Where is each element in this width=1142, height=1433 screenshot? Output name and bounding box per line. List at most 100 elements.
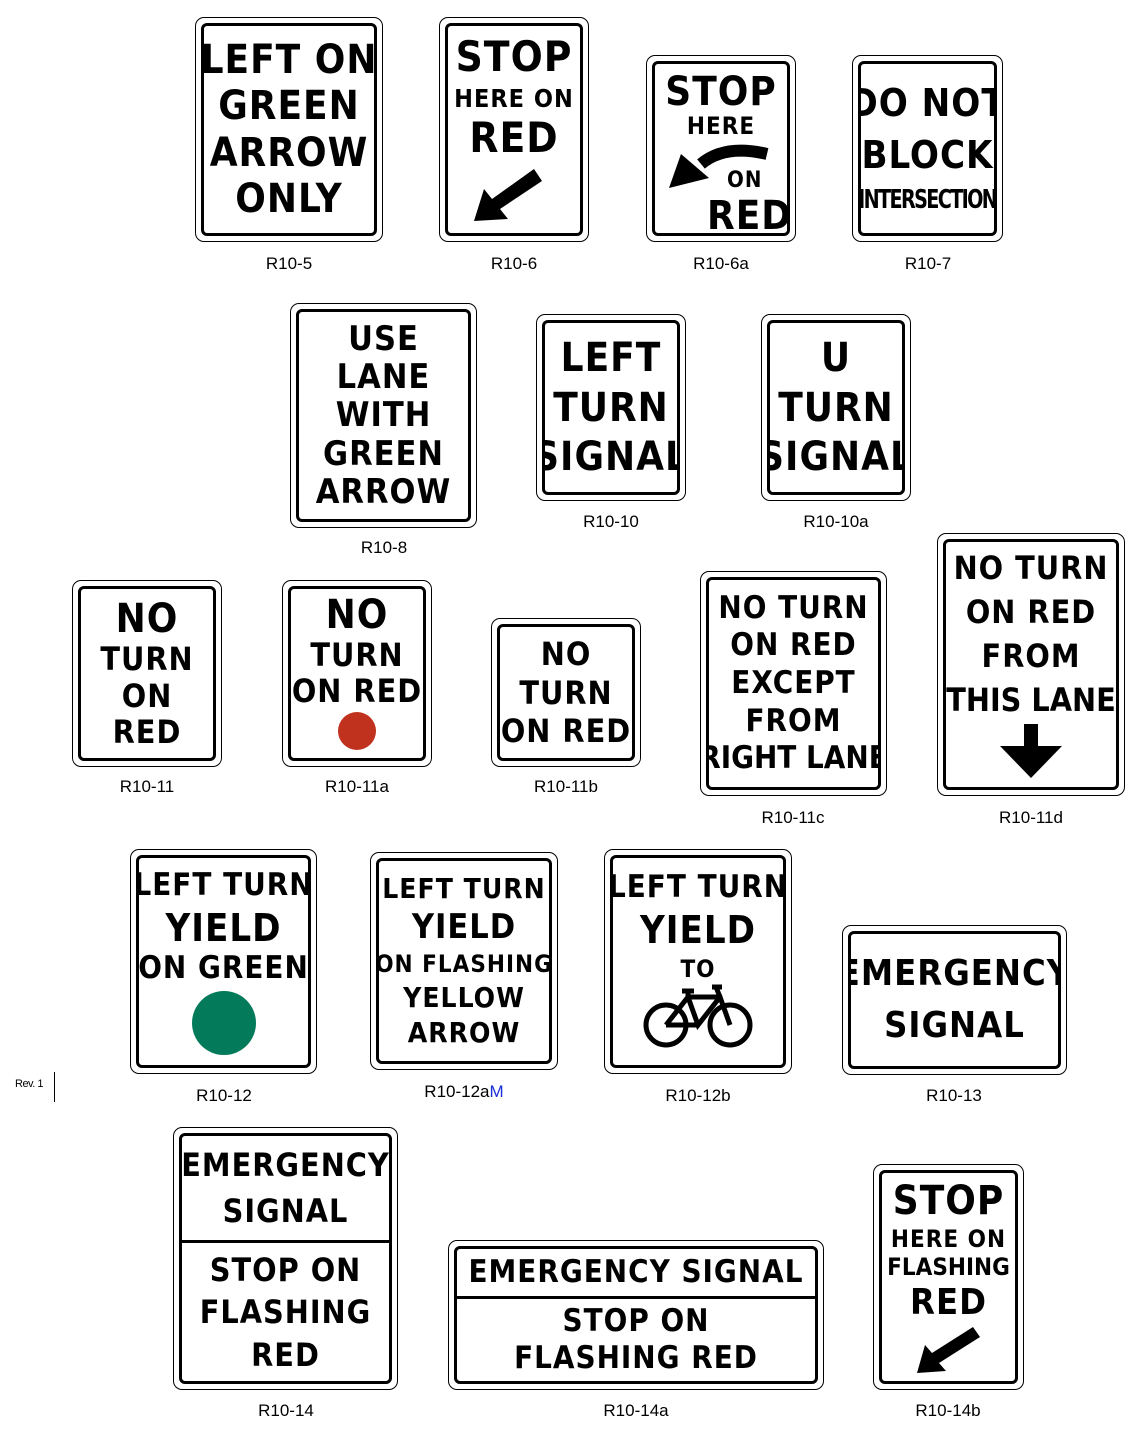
sign-line: TO (680, 955, 716, 983)
sign-code: R10-14a (603, 1401, 669, 1420)
revision-bar (54, 1072, 55, 1102)
sign-line: ON (121, 676, 173, 715)
sign-bottom-panel: STOP ON FLASHING RED (457, 1299, 815, 1381)
sign-r10-10: LEFT TURN SIGNAL (536, 314, 686, 501)
sign-line: THIS LANE (946, 681, 1116, 719)
sign-line: FLASHING RED (514, 1340, 758, 1377)
sign-code: R10-11c (761, 808, 825, 827)
sign-line: ONLY (235, 175, 343, 222)
sign-line: RED (112, 712, 182, 751)
sign-line: INTERSECTION (858, 185, 997, 216)
sign-line: EMERGENCY SIGNAL (468, 1254, 804, 1290)
sign-line: LEFT TURN (382, 871, 546, 905)
down-left-arrow-icon (474, 169, 542, 221)
sign-line: LEFT TURN (136, 867, 311, 903)
sign-line: STOP (892, 1178, 1005, 1224)
sign-r10-7: DO NOT BLOCK INTERSECTION (852, 55, 1003, 242)
sign-r10-11d: NO TURN ON RED FROM THIS LANE (937, 533, 1125, 796)
sign-line: RED (469, 113, 559, 162)
sign-line: STOP (455, 32, 573, 81)
sign-line: U (820, 335, 852, 382)
sign-r10-11c: NO TURN ON RED EXCEPT FROM RIGHT LANE (700, 571, 887, 796)
sign-line: ON RED (965, 593, 1097, 631)
sign-r10-12: LEFT TURN YIELD ON GREEN (130, 849, 317, 1074)
sign-line: ARROW (209, 129, 369, 176)
sign-r10-11b: NO TURN ON RED (491, 618, 641, 767)
sign-r10-12a: LEFT TURN YIELD ON FLASHING YELLOW ARROW (370, 852, 558, 1070)
sign-bottom-panel: STOP ON FLASHING RED (182, 1243, 389, 1381)
sign-code: R10-11 (119, 777, 175, 796)
sign-r10-14b: STOP HERE ON FLASHING RED (873, 1164, 1024, 1390)
sign-line: ARROW (407, 1016, 521, 1050)
curved-left-arrow-icon (669, 144, 769, 188)
red-disk-icon (338, 712, 376, 750)
sign-line: FLASHING (199, 1293, 372, 1331)
sign-line: ON RED (730, 627, 857, 664)
sign-line: RED (251, 1335, 320, 1374)
sign-code: R10-12b (665, 1086, 731, 1105)
sign-line: YIELD (165, 906, 282, 950)
sign-line: STOP ON (209, 1250, 362, 1289)
sign-line: HERE (686, 112, 756, 140)
sign-line: STOP (665, 69, 777, 115)
sign-line: ON RED (291, 672, 423, 710)
bicycle-icon (643, 984, 753, 1048)
sign-line: TURN (553, 384, 669, 431)
sign-line: TURN (778, 384, 894, 431)
sign-line: WITH (335, 395, 432, 436)
sign-divider (182, 1240, 389, 1243)
sign-r10-6a: STOP HERE ON RED (646, 55, 796, 242)
sign-line: NO TURN (718, 589, 869, 626)
sign-code: R10-6 (490, 254, 538, 273)
sign-line: HERE ON (454, 84, 574, 113)
sign-line: ON GREEN (138, 950, 309, 986)
sign-line: ON FLASHING (376, 949, 552, 978)
down-arrow-icon (1000, 724, 1062, 778)
sign-line: YIELD (411, 907, 517, 948)
sign-code-text: R10-12a (424, 1082, 490, 1101)
sign-code: R10-13 (926, 1086, 982, 1105)
sign-line: ON RED (500, 712, 632, 751)
sign-r10-14: EMERGENCY SIGNAL STOP ON FLASHING RED (173, 1127, 398, 1390)
sign-line: FLASHING (887, 1253, 1010, 1281)
sign-line: YELLOW (403, 980, 525, 1014)
sign-line: ARROW (315, 471, 452, 512)
down-left-arrow-icon (916, 1327, 980, 1373)
sign-r10-5: LEFT ON GREEN ARROW ONLY (195, 17, 383, 242)
sign-line: TURN (100, 640, 194, 679)
sign-line: HERE ON (890, 1225, 1007, 1253)
sign-r10-6: STOP HERE ON RED (439, 17, 589, 242)
sign-line: EMERGENCY (848, 953, 1061, 994)
sign-top-panel: EMERGENCY SIGNAL (457, 1249, 815, 1296)
sign-code: R10-6a (693, 254, 749, 273)
sign-top-panel: EMERGENCY SIGNAL (182, 1136, 389, 1240)
sign-divider (457, 1296, 815, 1299)
sign-line: SIGNAL (884, 1005, 1025, 1046)
sign-code: R10-5 (265, 254, 313, 273)
sign-code: R10-14b (915, 1401, 981, 1420)
sign-code: R10-11b (534, 777, 598, 796)
sign-line: SIGNAL (545, 433, 677, 480)
sign-line: USE (348, 319, 419, 360)
sign-line: RED (910, 1282, 987, 1323)
sign-line: LEFT TURN (610, 869, 786, 905)
sign-line: GREEN (218, 83, 360, 130)
sign-line: ON (727, 168, 763, 193)
sign-line: NO (115, 596, 179, 643)
sign-line: SIGNAL (222, 1191, 349, 1230)
sign-line: YIELD (640, 908, 756, 952)
sign-r10-11a: NO TURN ON RED (282, 580, 432, 767)
sign-line: FROM (745, 702, 842, 739)
sign-r10-10a: U TURN SIGNAL (761, 314, 911, 501)
sign-code: R10-11d (999, 808, 1063, 827)
sign-line: NO (540, 634, 592, 673)
sign-line: RIGHT LANE (706, 740, 881, 777)
sign-line: NO TURN (953, 549, 1109, 587)
sign-line: FROM (981, 637, 1081, 675)
sign-r10-8: USE LANE WITH GREEN ARROW (290, 303, 477, 528)
sign-line: LANE (336, 357, 431, 398)
sign-code-suffix: M (489, 1082, 504, 1101)
sign-code: R10-12 (196, 1086, 252, 1105)
sign-line: STOP ON (562, 1302, 710, 1339)
sign-line: TURN (310, 636, 404, 674)
